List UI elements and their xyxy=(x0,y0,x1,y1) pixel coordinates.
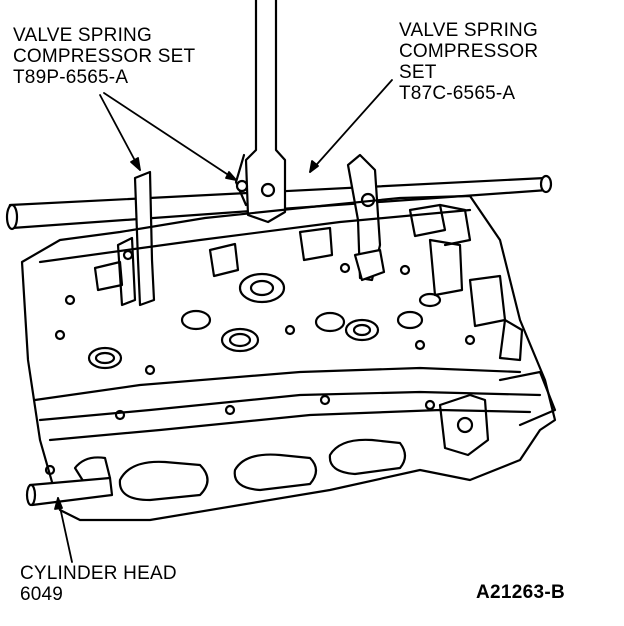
compressor-lever xyxy=(234,0,287,224)
leader-lines xyxy=(54,79,393,563)
cylinder-head-body xyxy=(20,194,557,522)
cylinder-head-label: CYLINDER HEAD 6049 xyxy=(20,563,177,605)
end-bracket xyxy=(438,370,557,457)
lower-shaft-stub xyxy=(25,476,114,507)
cylinder-head-line-2: 6049 xyxy=(20,584,64,605)
left-tool-line-1: VALVE SPRING xyxy=(13,25,152,46)
left-tool-line-2: COMPRESSOR SET xyxy=(13,46,196,67)
cylinder-head-line-1: CYLINDER HEAD xyxy=(20,563,177,584)
left-compressor-bracket xyxy=(116,170,156,307)
right-tool-label: VALVE SPRING COMPRESSOR SET T87C-6565-A xyxy=(399,20,538,104)
port-openings xyxy=(73,438,407,502)
figure-id: A21263-B xyxy=(476,582,566,603)
bearing-caps xyxy=(44,203,524,476)
left-tool-label: VALVE SPRING COMPRESSOR SET T89P-6565-A xyxy=(13,25,195,88)
right-tool-line-4: T87C-6565-A xyxy=(399,83,516,104)
right-tool-line-2: COMPRESSOR xyxy=(399,41,539,62)
right-tool-line-1: VALVE SPRING xyxy=(399,20,538,41)
valve-pockets xyxy=(87,272,442,370)
right-tool-line-3: SET xyxy=(399,62,437,83)
left-tool-line-3: T89P-6565-A xyxy=(13,67,129,88)
right-compressor-bracket xyxy=(346,153,386,282)
